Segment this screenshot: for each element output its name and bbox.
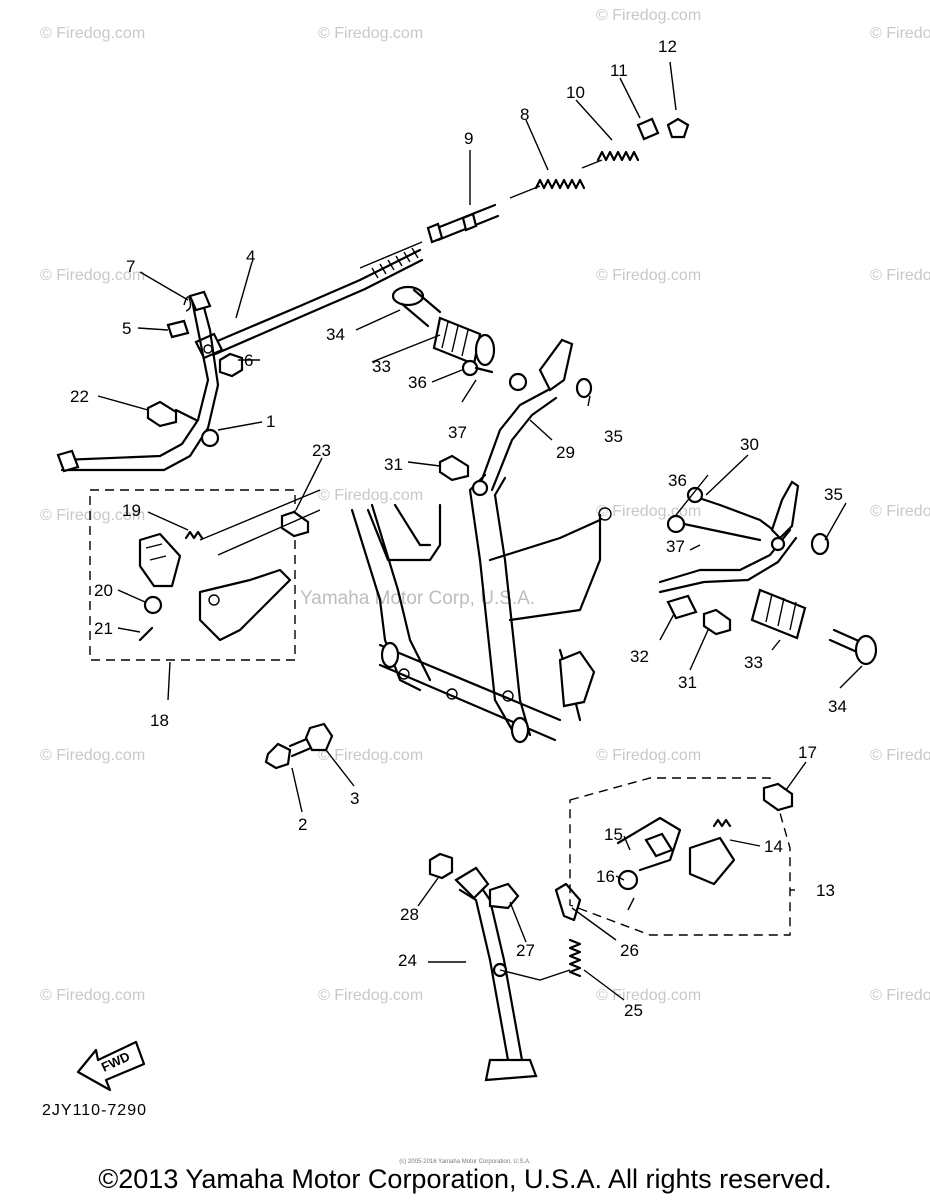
watermark: © Firedog.com	[318, 747, 423, 764]
callout-33: 33	[744, 653, 763, 672]
callout-14: 14	[764, 837, 783, 856]
callout-31: 31	[678, 673, 697, 692]
center-watermark: Yamaha Motor Corp, U.S.A.	[300, 588, 535, 609]
callout-27: 27	[516, 941, 535, 960]
callout-13: 13	[816, 881, 835, 900]
callout-24: 24	[398, 951, 417, 970]
leader-lines	[97, 61, 863, 1001]
frame	[350, 473, 612, 744]
callout-34: 34	[828, 697, 847, 716]
watermark: © Firedog.com	[870, 267, 930, 284]
callout-6: 6	[244, 351, 253, 370]
callout-12: 12	[658, 37, 677, 56]
callout-23: 23	[312, 441, 331, 460]
watermark: © Firedog.com	[318, 25, 423, 42]
callout-26: 26	[620, 941, 639, 960]
copyright-notice: ©2013 Yamaha Motor Corporation, U.S.A. A…	[98, 1164, 832, 1194]
pivot-bolt	[264, 722, 334, 770]
watermark: © Firedog.com	[40, 507, 145, 524]
callout-17: 17	[798, 743, 817, 762]
callout-35: 35	[604, 427, 623, 446]
callout-32: 32	[630, 647, 649, 666]
callout-34: 34	[326, 325, 345, 344]
callout-20: 20	[94, 581, 113, 600]
callout-8: 8	[520, 105, 529, 124]
watermark: © Firedog.com	[596, 503, 701, 520]
watermark: © Firedog.com	[596, 267, 701, 284]
callout-1: 1	[266, 412, 275, 431]
watermark: © Firedog.com	[318, 987, 423, 1004]
watermark: © Firedog.com	[596, 747, 701, 764]
callout-22: 22	[70, 387, 89, 406]
callout-36: 36	[408, 373, 427, 392]
diagram-code: 2JY110-7290	[42, 1102, 147, 1119]
callout-28: 28	[400, 905, 419, 924]
watermark: © Firedog.com	[40, 267, 145, 284]
callout-31: 31	[384, 455, 403, 474]
callout-4: 4	[246, 247, 255, 266]
right-footrest-assembly	[569, 777, 794, 936]
watermark: © Firedog.com	[40, 747, 145, 764]
small-print: (c) 2005-2016 Yamaha Motor Corporation, …	[399, 1159, 531, 1165]
callout-10: 10	[566, 83, 585, 102]
brake-pedal	[56, 290, 220, 473]
callout-2: 2	[298, 815, 307, 834]
callout-16: 16	[596, 867, 615, 886]
callout-25: 25	[624, 1001, 643, 1020]
callout-37: 37	[448, 423, 467, 442]
callout-29: 29	[556, 443, 575, 462]
callout-33: 33	[372, 357, 391, 376]
callouts: 1 2 3 4 5 6 7 8 9 10 11 12 13 14 15 16 1…	[70, 37, 847, 1020]
right-footrest-bracket	[658, 480, 878, 666]
watermark: © Firedog.com	[40, 25, 145, 42]
brake-rod	[166, 117, 690, 378]
callout-18: 18	[150, 711, 169, 730]
callout-15: 15	[604, 825, 623, 844]
callout-35: 35	[824, 485, 843, 504]
watermark: © Firedog.com	[870, 987, 930, 1004]
callout-36: 36	[668, 471, 687, 490]
callout-11: 11	[610, 61, 628, 80]
callout-3: 3	[350, 789, 359, 808]
watermark: © Firedog.com	[870, 25, 930, 42]
callout-5: 5	[122, 319, 131, 338]
callout-37: 37	[666, 537, 685, 556]
callout-9: 9	[464, 129, 473, 148]
watermark: © Firedog.com	[318, 487, 423, 504]
callout-21: 21	[94, 619, 113, 638]
sidestand	[428, 852, 582, 1082]
watermark: © Firedog.com	[870, 503, 930, 520]
watermark: © Firedog.com	[40, 987, 145, 1004]
watermark: © Firedog.com	[596, 987, 701, 1004]
watermark: © Firedog.com	[870, 747, 930, 764]
left-footrest-assembly	[89, 489, 321, 661]
callout-7: 7	[126, 257, 135, 276]
callout-19: 19	[122, 501, 141, 520]
watermark: © Firedog.com	[596, 7, 701, 24]
fwd-arrow: FWD	[76, 1040, 146, 1092]
callout-30: 30	[740, 435, 759, 454]
watermark-layer: © Firedog.com © Firedog.com © Firedog.co…	[40, 7, 930, 1004]
left-footrest-bracket	[391, 285, 593, 497]
